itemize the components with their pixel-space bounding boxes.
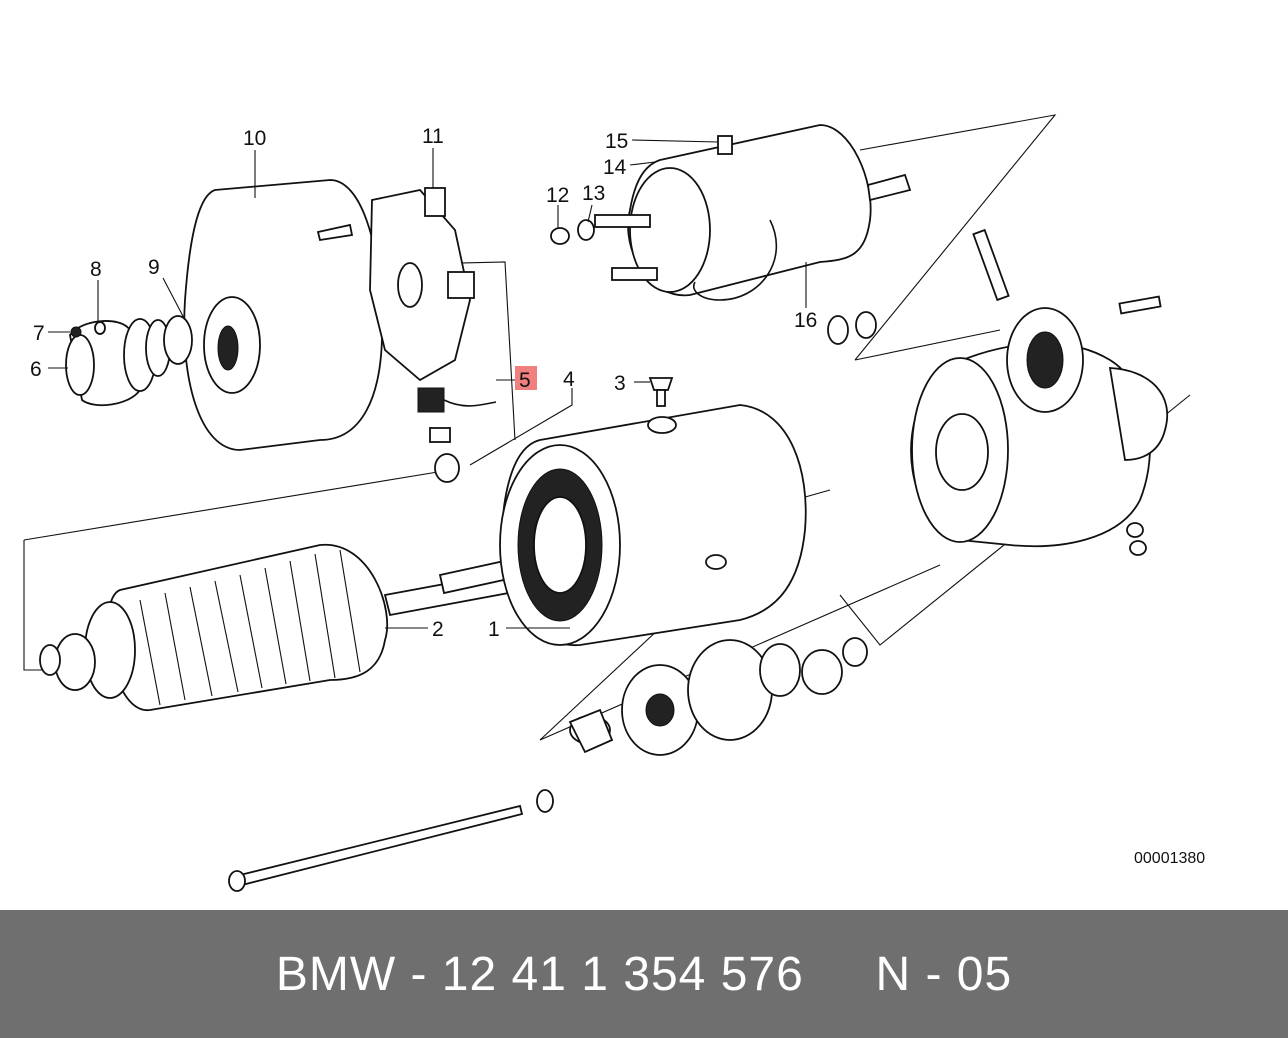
exploded-parts-diagram: 1 2 3 4 5 6 7 8 9 10 11 12 13 14 15 16 0… (23, 114, 1205, 892)
callout-11: 11 (422, 125, 444, 148)
screw-part-3 (648, 377, 674, 407)
brush-parts (417, 387, 497, 483)
part-number-footer: BMW - 12 41 1 354 576 N - 05 (0, 910, 1288, 1038)
leader-lines (48, 139, 807, 629)
callout-13: 13 (582, 182, 605, 205)
callout-9: 9 (148, 256, 160, 279)
callout-3: 3 (614, 372, 626, 395)
callout-8: 8 (90, 258, 102, 281)
callout-5-highlight (515, 366, 537, 390)
callout-labels: 1 2 3 4 5 6 7 8 9 10 11 12 13 14 15 16 0… (30, 125, 1205, 867)
callout-14: 14 (603, 156, 627, 179)
end-cap-parts (65, 315, 193, 407)
callout-6: 6 (30, 358, 42, 381)
callout-15: 15 (605, 130, 628, 153)
armature (39, 536, 616, 711)
callout-12: 12 (546, 184, 569, 207)
brush-plate (369, 187, 475, 382)
pinion-drive-parts (568, 637, 868, 756)
callout-16: 16 (794, 309, 817, 332)
drive-end-housing (910, 228, 1169, 556)
callout-4: 4 (563, 368, 575, 391)
field-frame (499, 404, 807, 646)
callout-7: 7 (33, 322, 45, 345)
callout-2: 2 (432, 618, 444, 641)
diagram-reference-number: 00001380 (1134, 850, 1205, 867)
callout-5: 5 (519, 369, 531, 392)
callout-1: 1 (488, 618, 500, 641)
part-number-text: BMW - 12 41 1 354 576 N - 05 (275, 947, 1013, 1001)
solenoid-switch (550, 124, 912, 345)
commutator-end-housing (183, 179, 383, 451)
through-bolt (228, 789, 554, 892)
callout-10: 10 (243, 127, 266, 150)
